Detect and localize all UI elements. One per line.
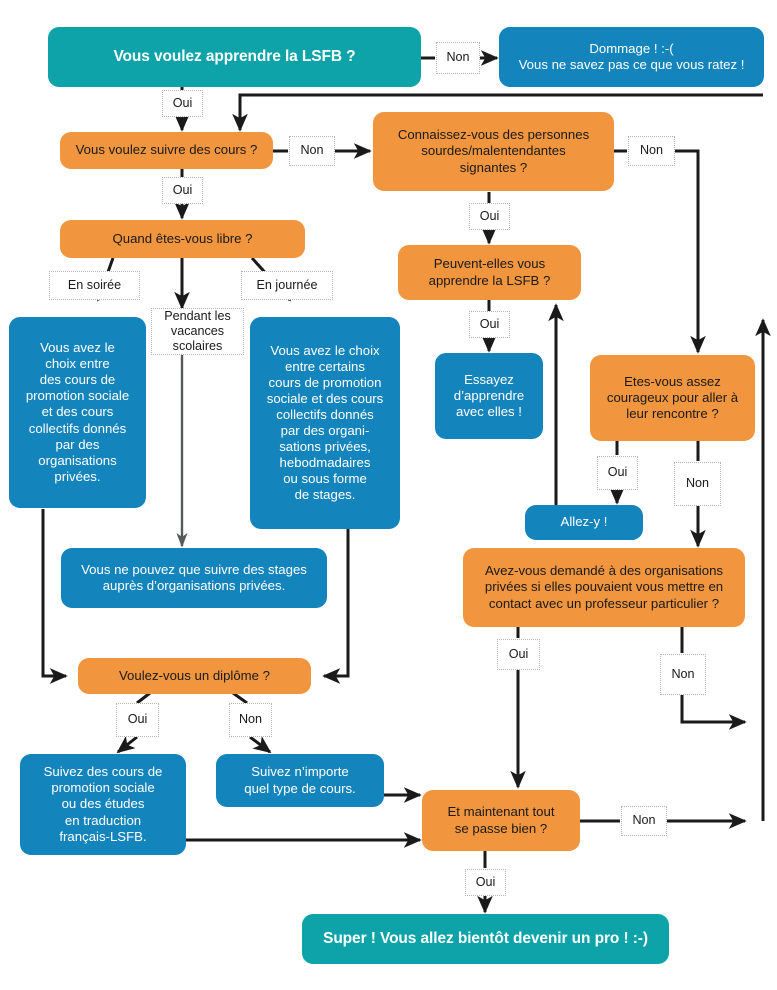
node-start[interactable]: Vous voulez apprendre la LSFB ? xyxy=(48,27,421,87)
node-stages-seulement[interactable]: Vous ne pouvez que suivre des stages aup… xyxy=(61,548,327,608)
node-choix-journee[interactable]: Vous avez le choix entre certains cours … xyxy=(250,317,400,529)
edge-diplome-oui-a xyxy=(136,691,151,705)
edge-label-courageux-non: Non xyxy=(674,462,721,506)
node-peuvent-elles[interactable]: Peuvent-elles vous apprendre la LSFB ? xyxy=(398,245,581,300)
edge-label-en-soiree: En soirée xyxy=(49,271,140,300)
node-diplome[interactable]: Voulez-vous un diplôme ? xyxy=(78,658,311,694)
edge-label-connaissez-oui: Oui xyxy=(469,203,510,230)
edge-label-peuvent-oui: Oui xyxy=(469,311,510,338)
node-tout-se-passe-bien[interactable]: Et maintenant tout se passe bien ? xyxy=(422,790,580,851)
edge-label-diplome-oui: Oui xyxy=(116,703,159,737)
edge-label-en-journee: En journée xyxy=(241,271,333,300)
edge-journee-to-diplome xyxy=(322,529,350,684)
node-suivre-cours[interactable]: Vous voulez suivre des cours ? xyxy=(60,132,273,169)
edge-label-diplome-non: Non xyxy=(229,703,272,737)
node-courageux[interactable]: Etes-vous assez courageux pour aller à l… xyxy=(590,355,755,441)
node-choix-soiree[interactable]: Vous avez le choix entre des cours de pr… xyxy=(9,317,146,508)
edge-connaissez-non-b xyxy=(675,149,706,354)
edge-label-suivre-oui: Oui xyxy=(162,177,203,204)
edge-label-connaissez-non: Non xyxy=(628,136,675,166)
node-nimporte-quel-cours[interactable]: Suivez n’importe quel type de cours. xyxy=(216,754,384,807)
edge-label-demande-non: Non xyxy=(660,654,706,695)
edge-label-passe-bien-oui: Oui xyxy=(465,869,506,896)
node-super[interactable]: Super ! Vous allez bientôt devenir un pr… xyxy=(302,914,669,964)
edge-label-courageux-oui: Oui xyxy=(597,456,638,490)
edge-label-passe-bien-non: Non xyxy=(621,806,667,836)
node-avez-vous-demande[interactable]: Avez-vous demandé à des organisations pr… xyxy=(463,548,745,627)
edge-label-start-oui: Oui xyxy=(162,90,203,117)
edge-label-suivre-non: Non xyxy=(289,136,335,166)
edge-diplome-non-a xyxy=(232,691,248,705)
edge-diplome-oui-b xyxy=(116,735,138,754)
node-quand-libre[interactable]: Quand êtes-vous libre ? xyxy=(60,220,305,258)
node-allez-y[interactable]: Allez-y ! xyxy=(525,505,643,540)
edge-label-start-non: Non xyxy=(436,42,480,74)
edge-label-demande-oui: Oui xyxy=(497,639,540,670)
node-promotion-sociale[interactable]: Suivez des cours de promotion sociale ou… xyxy=(20,754,186,855)
node-connaissez-personnes[interactable]: Connaissez-vous des personnes sourdes/ma… xyxy=(373,112,614,191)
edge-label-pendant-vacances: Pendant les vacances scolaires xyxy=(151,308,244,355)
edge-diplome-non-b xyxy=(249,735,272,754)
edge-demande-non-b xyxy=(680,695,747,730)
node-dommage[interactable]: Dommage ! :-( Vous ne savez pas ce que v… xyxy=(499,27,764,87)
node-essayez-apprendre[interactable]: Essayez d’apprendre avec elles ! xyxy=(435,353,543,439)
